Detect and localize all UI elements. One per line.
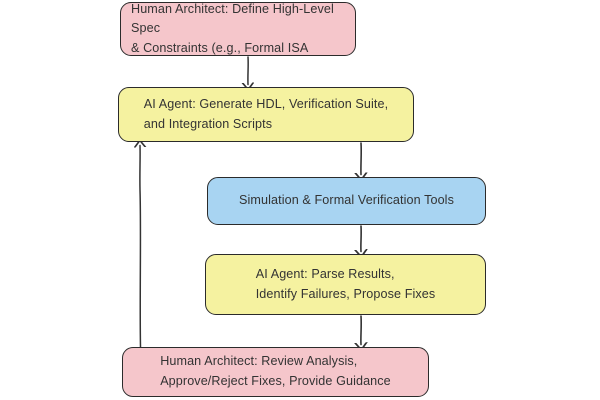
node-ai-agent-generate[interactable]: AI Agent: Generate HDL, Verification Sui…: [118, 87, 414, 142]
node-label: AI Agent: Parse Results, Identify Failur…: [255, 266, 436, 301]
node-verification-tools[interactable]: Simulation & Formal Verification Tools: [207, 177, 486, 225]
node-human-architect-review[interactable]: Human Architect: Review Analysis, Approv…: [122, 347, 429, 397]
node-label: Human Architect: Define High-Level Spec …: [131, 1, 334, 55]
node-ai-agent-parse[interactable]: AI Agent: Parse Results, Identify Failur…: [205, 254, 486, 315]
node-label: Human Architect: Review Analysis, Approv…: [160, 354, 391, 388]
node-label: AI Agent: Generate HDL, Verification Sui…: [143, 96, 389, 131]
node-label: Simulation & Formal Verification Tools: [239, 193, 454, 208]
node-human-architect-spec[interactable]: Human Architect: Define High-Level Spec …: [120, 2, 356, 56]
edge-review-to-generate: [140, 146, 141, 348]
